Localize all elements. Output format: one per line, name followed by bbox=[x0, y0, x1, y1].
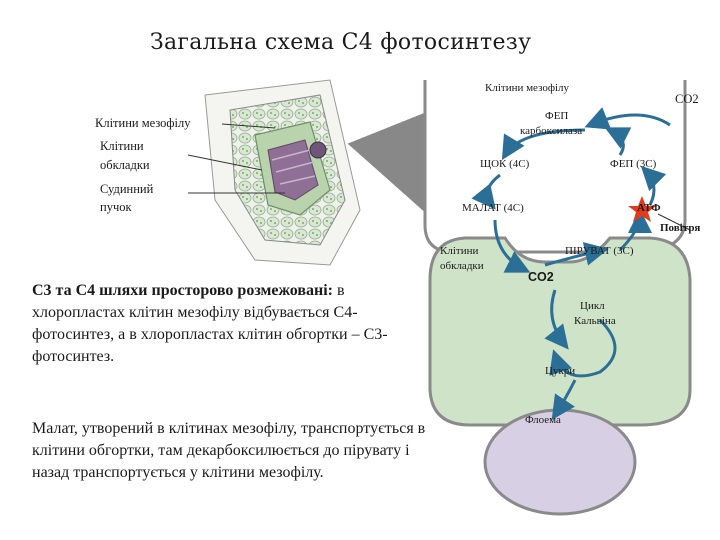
label-phloem: Флоема bbox=[525, 414, 561, 426]
arrow-oaa-to-malate bbox=[471, 173, 501, 210]
paragraph-spatial-separation: С3 та С4 шляхи просторово розмежовані: в… bbox=[32, 280, 432, 368]
arrow-co2-in bbox=[584, 107, 671, 130]
label-leaf-sheath-1: Клітини bbox=[100, 139, 144, 153]
label-leaf-mesophyll: Клітини мезофілу bbox=[95, 116, 191, 130]
leader-mesophyll bbox=[221, 123, 276, 129]
label-calvin-2: Кальвіна bbox=[574, 315, 616, 327]
paragraph-spatial-separation-bold: С3 та С4 шляхи просторово розмежовані: bbox=[32, 282, 333, 299]
label-sheath-cells-2: обкладки bbox=[440, 260, 484, 272]
paragraph-malate-transport: Малат, утворений в клітинах мезофілу, тр… bbox=[32, 420, 426, 481]
label-malate: МАЛАТ (4С) bbox=[462, 202, 524, 214]
atp-star-icon bbox=[628, 196, 656, 222]
arrow-malate-down bbox=[493, 219, 531, 273]
label-calvin-1: Цикл bbox=[580, 300, 605, 312]
label-leaf-bundle-1: Судинний bbox=[100, 182, 154, 196]
label-pyruvate: ПІРУВАТ (3С) bbox=[565, 245, 634, 257]
label-oaa: ЩОК (4С) bbox=[480, 158, 530, 170]
label-pep-carboxylase-1: ФЕП bbox=[545, 110, 569, 122]
label-co2-inner: CO2 bbox=[528, 270, 554, 284]
label-leaf-sheath-2: обкладки bbox=[100, 158, 150, 172]
leader-sheath bbox=[187, 154, 263, 171]
label-sheath-cells-1: Клітини bbox=[440, 245, 479, 257]
label-sugars: Цукри bbox=[545, 365, 576, 377]
arrow-sugars-to-phloem bbox=[551, 379, 577, 420]
label-pep: ФЕП (3С) bbox=[610, 158, 657, 170]
calvin-loop bbox=[549, 318, 617, 378]
arrow-to-pep bbox=[640, 165, 667, 206]
leaf-illustration bbox=[204, 79, 361, 266]
label-mesophyll-cells: Клітини мезофілу bbox=[485, 82, 570, 94]
paragraph-spatial-separation-text: в хлоропластах клітин мезофілу відбуваєт… bbox=[32, 282, 388, 365]
page-title: Загальна схема С4 фотосинтезу bbox=[150, 30, 532, 55]
label-air: Повітря bbox=[660, 222, 701, 234]
zoom-arrow bbox=[347, 106, 441, 218]
label-atp: АТФ bbox=[637, 202, 661, 214]
label-leaf-bundle-2: пучок bbox=[100, 200, 132, 214]
arrow-co2-to-calvin bbox=[544, 289, 569, 350]
arrow-pyruvate-up bbox=[618, 209, 652, 252]
label-co2-top: CO2 bbox=[675, 92, 699, 106]
label-pep-carboxylase-2: карбоксилаза bbox=[520, 125, 583, 137]
arrow-pep-to-oaa bbox=[501, 128, 586, 161]
arrow-pep-up bbox=[604, 127, 632, 156]
arrow-to-pyruvate bbox=[544, 242, 609, 267]
